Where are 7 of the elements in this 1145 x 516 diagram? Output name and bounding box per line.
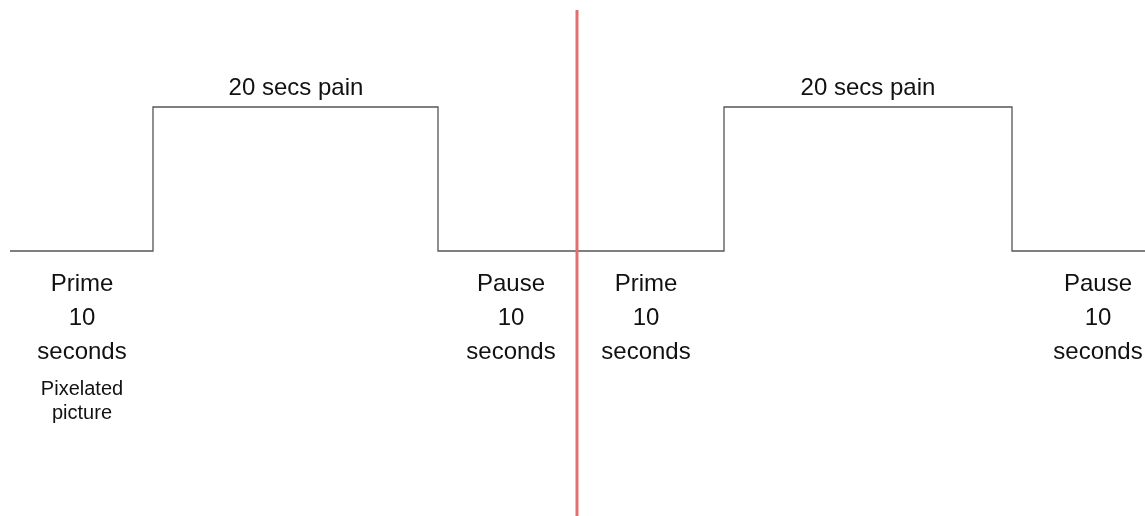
- phase-label: 20 secs pain: [800, 72, 936, 102]
- phase-label: Prime 10 seconds: [37, 268, 127, 366]
- phase-label: Prime 10 seconds: [601, 268, 691, 366]
- phase-label: Pause 10 seconds: [466, 268, 556, 366]
- note: Pixelated picture: [40, 376, 124, 424]
- phase-label: 20 secs pain: [228, 72, 364, 102]
- phase-label: Pause 10 seconds: [1053, 268, 1143, 366]
